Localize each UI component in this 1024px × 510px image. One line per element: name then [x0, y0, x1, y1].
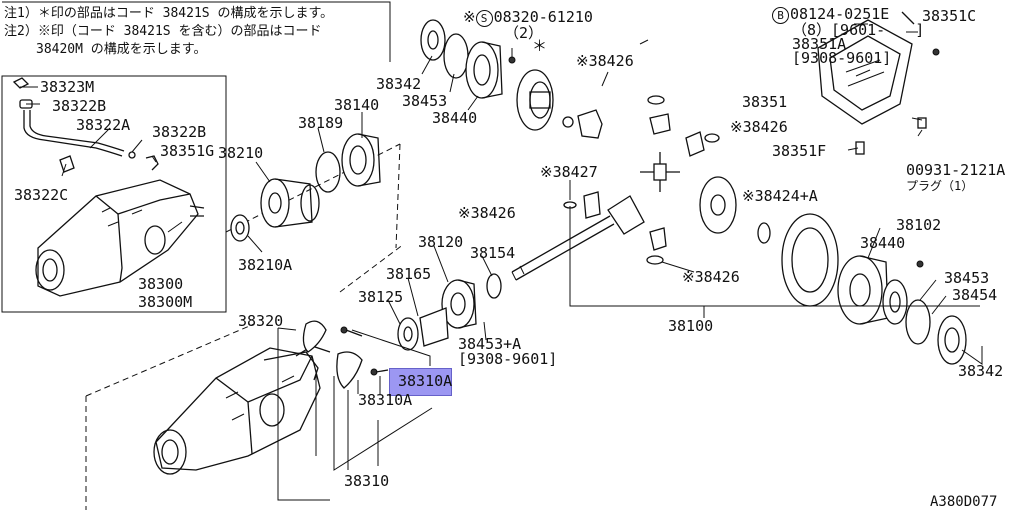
bolt-s-code: 08320-61210 [493, 8, 593, 26]
part-label-38453-right[interactable]: 38453 [944, 269, 990, 287]
part-label-38310[interactable]: 38310 [344, 472, 390, 490]
part-label-38426-b[interactable]: ※38426 [730, 118, 788, 136]
part-label-38351[interactable]: 38351 [742, 93, 788, 111]
part-label-38140[interactable]: 38140 [334, 96, 380, 114]
part-label-38210A[interactable]: 38210A [238, 256, 293, 274]
bearing-cap-drawing [302, 320, 389, 389]
pinion-shaft-drawing [563, 152, 771, 244]
pinion-bearing-drawing [397, 273, 502, 351]
part-label-38189[interactable]: 38189 [298, 114, 344, 132]
part-label-38125[interactable]: 38125 [358, 288, 404, 306]
star-mark-icon: ＊ [532, 37, 548, 55]
note-line-2: 注2）※印（コード 38421S を含む）の部品はコード [4, 24, 322, 39]
highlighted-part-box[interactable] [389, 368, 452, 396]
b-circle-icon: B [772, 7, 789, 24]
part-label-38210[interactable]: 38210 [218, 144, 264, 162]
bolt-b-code: 08124-0251E [790, 5, 890, 23]
part-label-38427[interactable]: ※38427 [540, 163, 598, 181]
part-label-38310A-lower[interactable]: 38310A [358, 391, 413, 409]
companion-flange-drawing [230, 133, 381, 242]
part-label-38351G[interactable]: 38351G [160, 142, 215, 160]
plug-code[interactable]: 00931-2121A [906, 161, 1006, 179]
part-label-38351F[interactable]: 38351F [772, 142, 827, 160]
part-label-38453A-range: [9308-9601] [458, 350, 558, 368]
note-line-3: 38420M の構成を示します。 [36, 42, 207, 57]
part-label-38351A[interactable]: 38351A [792, 35, 847, 53]
part-label-38322B-mid[interactable]: 38322B [152, 123, 207, 141]
part-label-38342-top[interactable]: 38342 [376, 75, 422, 93]
ring-gear-drawing [781, 213, 839, 307]
leader-lines [20, 23, 983, 501]
breather-pipe-drawing [12, 77, 159, 173]
part-label-38351A-range: [9308-9601] [792, 49, 892, 67]
highlighted-part-label[interactable]: 38310A [398, 372, 453, 390]
part-label-38120[interactable]: 38120 [418, 233, 464, 251]
diff-case-drawing [153, 345, 331, 475]
overview-inset-frame [1, 75, 227, 313]
part-label-38426-a[interactable]: ※38426 [576, 52, 634, 70]
part-label-38351C[interactable]: 38351C [922, 7, 977, 25]
top-bearing-drawing [420, 19, 516, 99]
part-label-38454[interactable]: 38454 [952, 286, 998, 304]
part-label-38320[interactable]: 38320 [238, 312, 284, 330]
part-label-38440-right[interactable]: 38440 [860, 234, 906, 252]
part-label-38322C[interactable]: 38322C [14, 186, 69, 204]
dashed-assembly-outline-2 [395, 143, 401, 249]
part-label-38342-right[interactable]: 38342 [958, 362, 1004, 380]
bolt-s-prefix: ※ [463, 8, 476, 26]
bolt-b-qty: （8）[9601- ] [792, 21, 925, 39]
part-label-38426-d[interactable]: ※38426 [682, 268, 740, 286]
part-label-38165[interactable]: 38165 [386, 265, 432, 283]
part-label-38440-top[interactable]: 38440 [432, 109, 478, 127]
s-circle-icon: S [475, 10, 493, 27]
plug-name: プラグ（1） [906, 179, 974, 193]
part-label-38300M[interactable]: 38300M [138, 293, 193, 311]
right-case-drawing [837, 255, 967, 365]
part-label-38323M[interactable]: 38323M [40, 78, 95, 96]
part-label-38453A[interactable]: 38453+A [458, 335, 522, 353]
part-label-38102[interactable]: 38102 [896, 216, 942, 234]
bolt-s-qty: （2） [504, 24, 544, 42]
note-line-1: 注1）＊印の部品はコード 38421S の構成を示します。 [4, 6, 334, 21]
part-label-38154[interactable]: 38154 [470, 244, 516, 262]
diff-assembly-overview-drawing [35, 179, 205, 297]
part-label-38100[interactable]: 38100 [668, 317, 714, 335]
diagram-id: A380D077 [930, 494, 998, 510]
part-label-38300[interactable]: 38300 [138, 275, 184, 293]
notes-box-frame [2, 1, 391, 62]
part-label-38453-top[interactable]: 38453 [402, 92, 448, 110]
dashed-assembly-outline [85, 243, 405, 510]
drive-pinion-drawing [511, 195, 667, 281]
part-label-38322A[interactable]: 38322A [76, 116, 131, 134]
part-label-38426-c[interactable]: ※38426 [458, 204, 516, 222]
differential-case-drawing [516, 69, 720, 157]
part-label-38322B-top[interactable]: 38322B [52, 97, 107, 115]
part-label-38424A[interactable]: ※38424+A [742, 187, 818, 205]
